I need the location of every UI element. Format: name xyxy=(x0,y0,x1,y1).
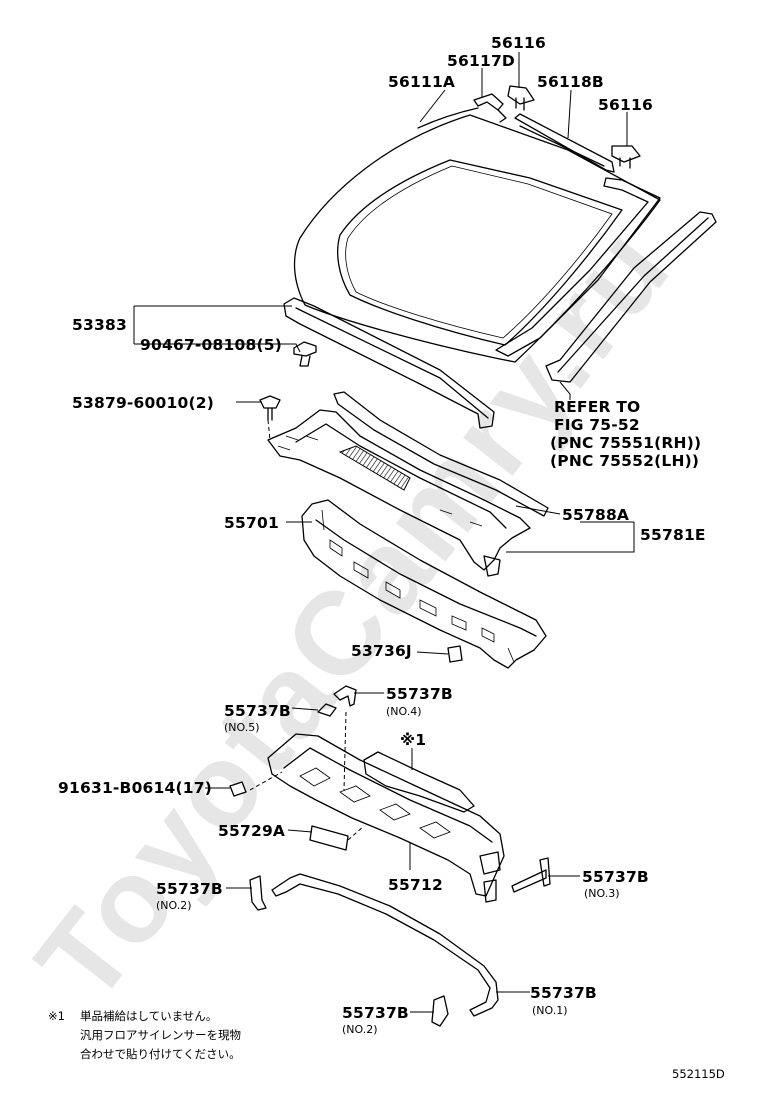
clip-55737b-no2-bottom xyxy=(431,995,449,1027)
leader-lines xyxy=(133,52,635,1013)
pillar-molding xyxy=(545,211,717,383)
clip-55737b-no2-left xyxy=(249,875,267,911)
label-55712: 55712 xyxy=(388,876,443,894)
label-55781e: 55781E xyxy=(640,526,706,544)
refer-line3: (PNC 75551(RH)) xyxy=(550,434,701,452)
label-55737b-no3: 55737B xyxy=(582,868,649,886)
label-56118b: 56118B xyxy=(537,73,604,91)
label-56117d: 56117D xyxy=(447,52,515,70)
label-53736j: 53736J xyxy=(351,642,412,660)
label-55737b-no4: 55737B xyxy=(386,685,453,703)
label-55737b-no5: 55737B xyxy=(224,702,291,720)
cowl-louver-55781e xyxy=(267,409,531,577)
silencer-pad xyxy=(363,751,475,813)
figure-id: 552115D xyxy=(672,1067,725,1081)
label-55729a: 55729A xyxy=(218,822,285,840)
clip-91631 xyxy=(229,781,247,797)
clip-55737b-no5 xyxy=(317,703,337,717)
sub-no3: (NO.3) xyxy=(584,887,620,900)
refer-line2: FIG 75-52 xyxy=(554,416,640,434)
label-55701: 55701 xyxy=(224,514,279,532)
dash-panel-55712 xyxy=(267,733,505,903)
sub-no2-left: (NO.2) xyxy=(156,899,192,912)
cowl-panel-55701 xyxy=(301,499,547,669)
refer-line1: REFER TO xyxy=(554,398,640,416)
molding-56118b xyxy=(514,113,615,173)
clip-56116-right xyxy=(611,145,641,169)
label-56111a: 56111A xyxy=(388,73,455,91)
weatherstrip-55788a xyxy=(333,391,549,517)
footnote-line1: 単品補給はしていません。 xyxy=(80,1009,217,1023)
label-90467: 90467-08108(5) xyxy=(140,336,282,354)
refer-line4: (PNC 75552(LH)) xyxy=(550,452,699,470)
label-55737b-no2-left: 55737B xyxy=(156,880,223,898)
wire-55737b-no1 xyxy=(271,873,499,1017)
cushion-53736j xyxy=(447,645,463,663)
molding-56117d xyxy=(473,93,507,123)
label-55737b-no1: 55737B xyxy=(530,984,597,1002)
label-56116-right: 56116 xyxy=(598,96,653,114)
screw-53879 xyxy=(259,395,281,421)
label-53879: 53879-60010(2) xyxy=(72,394,214,412)
footnote-mark: ※1 xyxy=(48,1009,65,1023)
clip-90467 xyxy=(293,341,317,367)
cowl-seal-53383 xyxy=(283,297,495,429)
label-56116-top: 56116 xyxy=(491,34,546,52)
sub-no1: (NO.1) xyxy=(532,1004,568,1017)
sub-no4: (NO.4) xyxy=(386,705,422,718)
label-53383: 53383 xyxy=(72,316,127,334)
side-molding-frame xyxy=(495,177,661,357)
clip-55737b-no4 xyxy=(333,685,357,707)
label-91631: 91631-B0614(17) xyxy=(58,779,212,797)
footnote-line2: 汎用フロアサイレンサーを現物 xyxy=(80,1028,241,1042)
star-mark: ※1 xyxy=(400,731,426,749)
sub-no2-bottom: (NO.2) xyxy=(342,1023,378,1036)
clip-55737b-no3 xyxy=(511,857,551,893)
pad-55729a xyxy=(309,825,349,851)
footnote-line3: 合わせで貼り付けてください。 xyxy=(80,1047,241,1061)
sub-no5: (NO.5) xyxy=(224,721,260,734)
clip-56116-top xyxy=(507,85,535,111)
label-55737b-no2-bottom: 55737B xyxy=(342,1004,409,1022)
label-55788a: 55788A xyxy=(562,506,629,524)
